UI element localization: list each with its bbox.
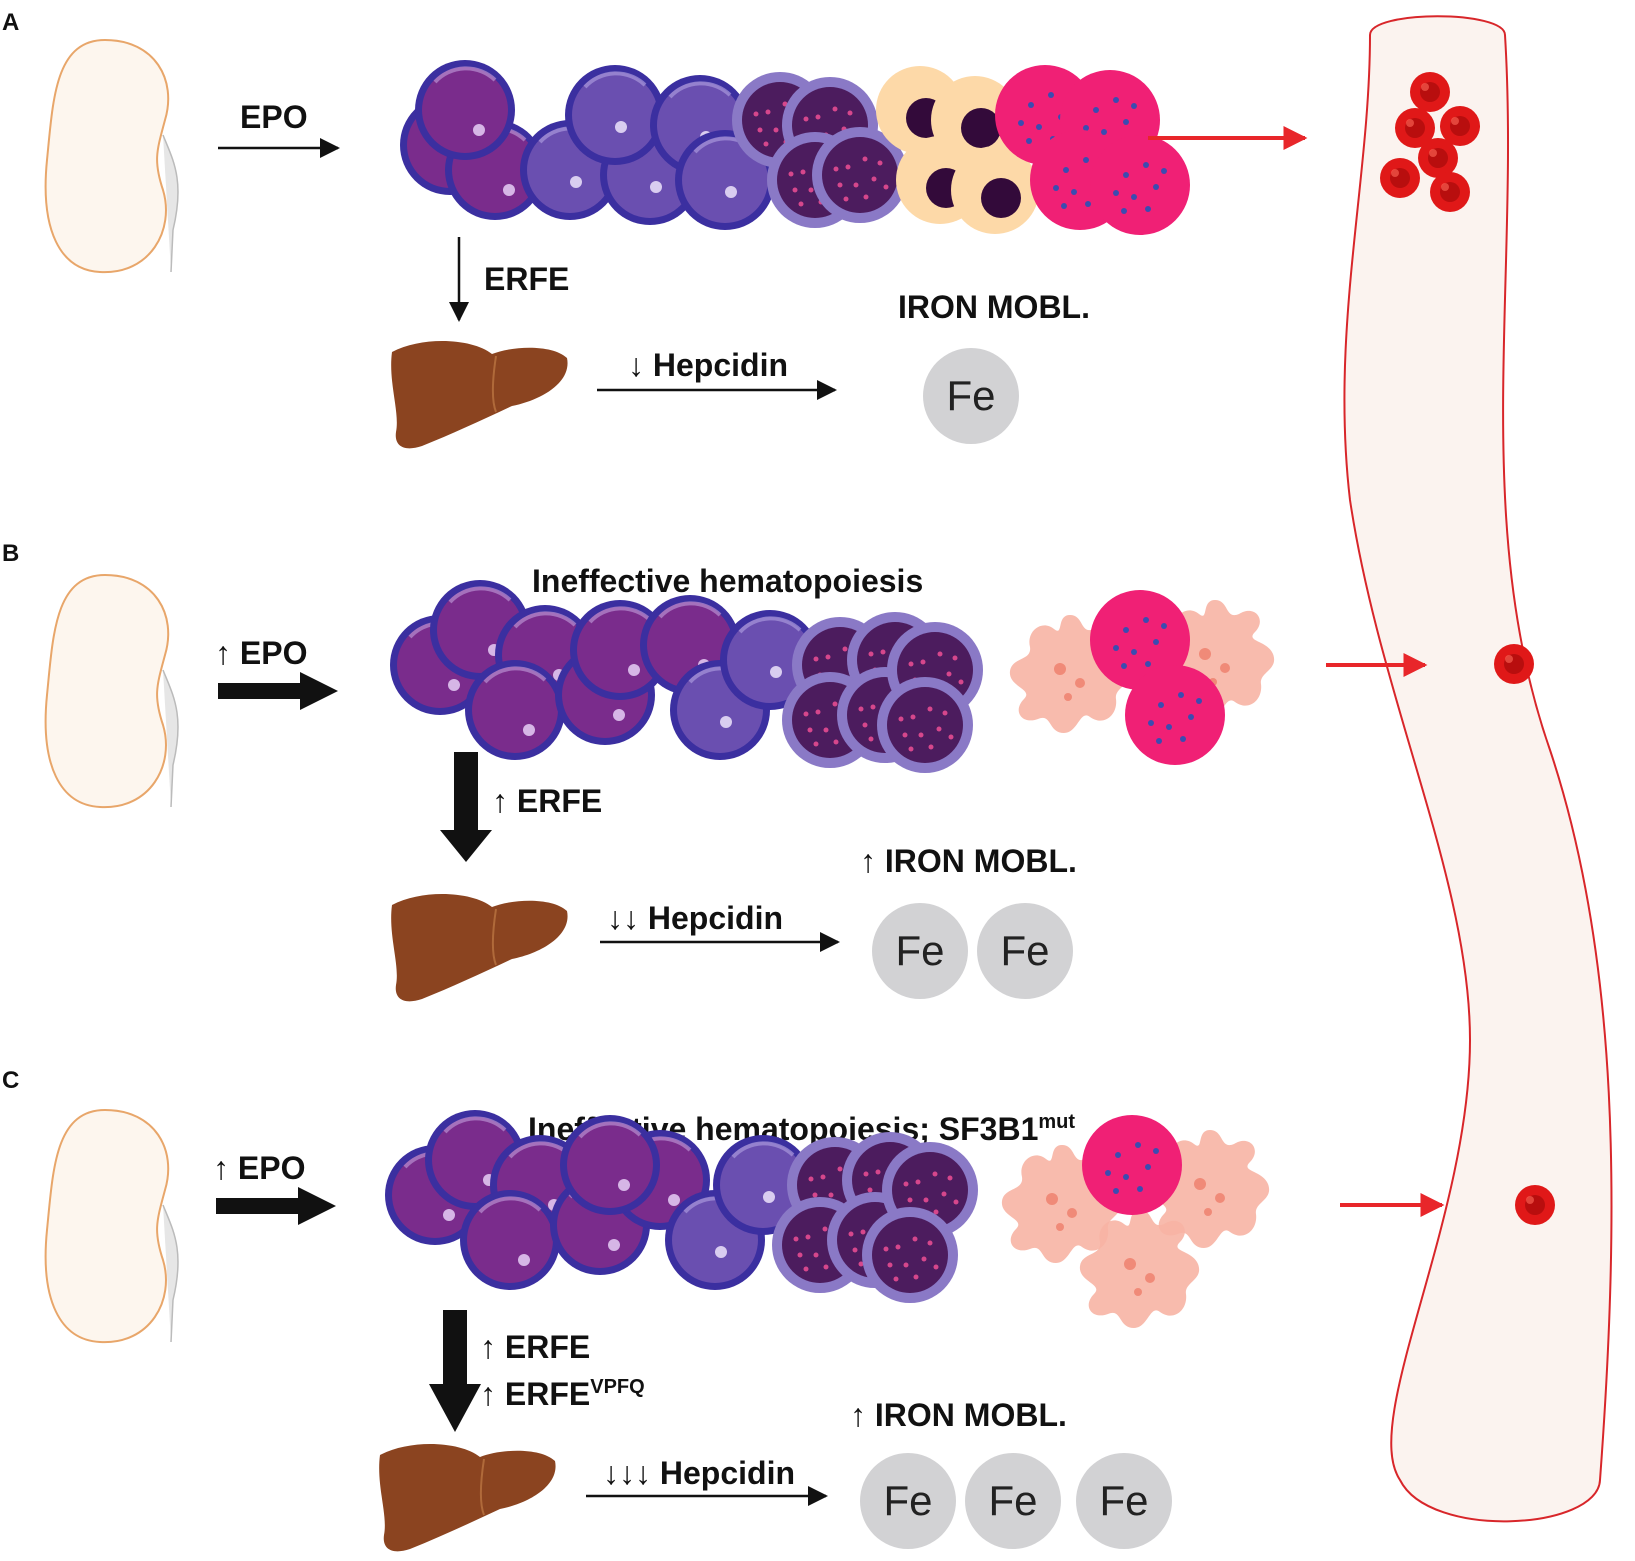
panel-b: B ↑ EPO Ineffective hematopoiesis	[2, 540, 1428, 1003]
svg-text:Fe: Fe	[946, 372, 995, 419]
erythroid-cells	[398, 58, 1190, 235]
liver-icon	[390, 892, 569, 1003]
iron-circle: Fe	[923, 348, 1019, 444]
erythroid-cells	[388, 578, 1275, 773]
epo-label: ↑ EPO	[215, 635, 307, 671]
iron-mobilization-label: ↑ IRON MOBL.	[860, 843, 1077, 879]
erfe-vpfq-label: ↑ ERFEVPFQ	[480, 1376, 645, 1412]
kidney-icon	[44, 574, 180, 809]
erfe-arrow-thick	[440, 752, 492, 862]
hepcidin-label: ↓ Hepcidin	[628, 347, 788, 383]
epo-arrow-thick	[216, 1187, 336, 1225]
svg-text:Fe: Fe	[883, 1477, 932, 1524]
iron-circle: Fe	[1076, 1453, 1172, 1549]
rbc-single-b	[1494, 644, 1534, 684]
kidney-icon	[44, 39, 180, 274]
svg-text:Fe: Fe	[1099, 1477, 1148, 1524]
erfe-label: ↑ ERFE	[492, 783, 602, 819]
erythroid-cells	[383, 1108, 1270, 1328]
epo-arrow-thick	[218, 672, 338, 710]
iron-circle: Fe	[860, 1453, 956, 1549]
blood-vessel	[1343, 15, 1613, 1523]
panel-letter-c: C	[2, 1067, 19, 1094]
erfe-arrow-thick	[429, 1310, 481, 1432]
iron-circle: Fe	[872, 903, 968, 999]
hepcidin-label: ↓↓ Hepcidin	[607, 900, 783, 936]
hepcidin-label: ↓↓↓ Hepcidin	[603, 1455, 795, 1491]
erfe-label: ↑ ERFE	[480, 1329, 590, 1365]
liver-icon	[390, 339, 569, 450]
epo-label: EPO	[240, 99, 308, 135]
kidney-icon	[44, 1109, 180, 1344]
liver-icon	[378, 1442, 557, 1553]
svg-text:Fe: Fe	[1000, 927, 1049, 974]
iron-mobilization-label: IRON MOBL.	[898, 289, 1090, 325]
svg-text:Fe: Fe	[988, 1477, 1037, 1524]
section-title: Ineffective hematopoiesis	[532, 563, 923, 599]
iron-circle: Fe	[965, 1453, 1061, 1549]
panel-c: C ↑ EPO Ineffective hematopoiesis; SF3B1…	[2, 1067, 1445, 1553]
panel-letter-b: B	[2, 540, 19, 567]
panel-a: A EPO ERFE	[2, 9, 1308, 450]
svg-text:Fe: Fe	[895, 927, 944, 974]
erfe-label: ERFE	[484, 261, 569, 297]
panel-letter-a: A	[2, 9, 19, 36]
rbc-single-c	[1515, 1185, 1555, 1225]
iron-mobilization-label: ↑ IRON MOBL.	[850, 1397, 1067, 1433]
epo-label: ↑ EPO	[213, 1150, 305, 1186]
iron-circle: Fe	[977, 903, 1073, 999]
